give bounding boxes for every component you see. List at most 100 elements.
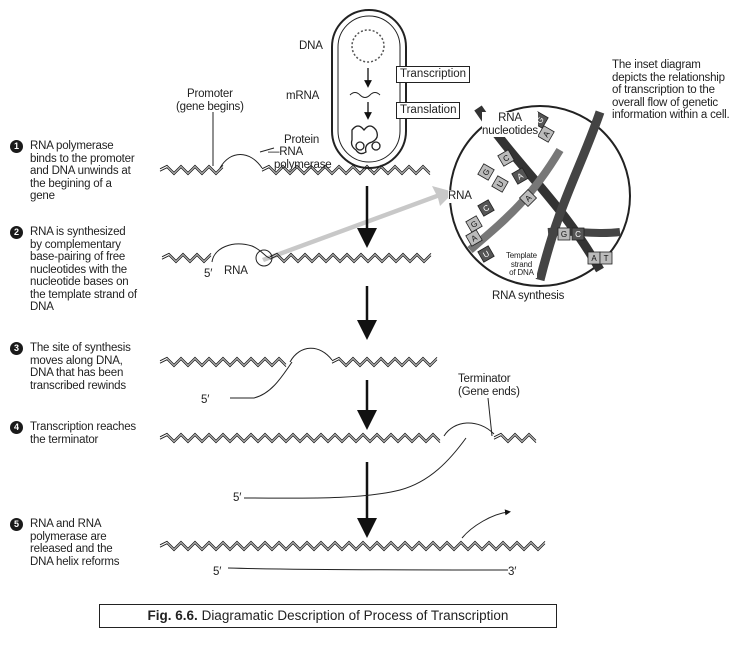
template-strand-label: Template strand of DNA [506,251,537,278]
nucleotide-base-label: A [591,254,597,263]
step-text-line: The site of synthesis [30,342,131,354]
promoter-label-line: Promoter [187,88,233,100]
five-prime-label-step2: 5′ [204,268,213,280]
step-text-line: by complementary [30,238,121,251]
step-text-line: the begining of a [30,177,112,190]
nucleotide-base-label: U [481,249,491,260]
rna-synthesis-caption: RNA synthesis [492,290,565,302]
cell-mrna-label: mRNA [286,90,320,102]
nucleotide-base-label: T [604,254,609,263]
rna-strand-step3 [230,347,333,399]
cell-protein-label: Protein [284,134,320,146]
step-2: 2 RNA is synthesized by complementary ba… [10,226,137,314]
dna-helix-strand [269,254,432,264]
step-number: 1 [10,140,23,153]
nucleotide-base-label: C [501,153,511,164]
nucleotide-base-label: A [541,129,552,139]
protein-icon [350,125,381,155]
dna-helix-strand [493,434,537,444]
dna-helix-strand [159,432,441,442]
step-text-line: and DNA unwinds at [30,165,131,177]
terminator-label-line: (Gene ends) [458,385,520,398]
step-text-line: base-pairing of free [30,251,126,263]
cell-dna-label: DNA [299,40,323,52]
step-text-line: the terminator [30,433,99,446]
polymerase-bubble-step1 [212,112,275,169]
step-number: 3 [10,342,23,355]
step-text-line: polymerase are [30,530,107,543]
nucleotide-tile: A [587,251,601,265]
rna-strand-step4 [243,397,495,499]
nucleotide-tile: C [477,199,495,217]
dna-circle-icon [351,29,385,63]
nucleotide-tile: G [557,227,571,241]
rna-polymerase-label-line: polymerase [274,158,332,171]
step-text-line: DNA [30,301,54,313]
connector-arrow [262,186,454,262]
nucleotide-tile: A [511,167,529,185]
five-prime-label-step5: 5′ [213,566,222,578]
zoom-rna-label: RNA [448,190,472,203]
nucleotide-base-label: A [516,171,526,182]
terminator-label: Terminator (Gene ends) [458,373,520,398]
dna-helix-strand [269,252,432,262]
step-text-line: moves along DNA, [30,354,123,367]
nucleotide-tile: A [537,125,555,143]
rna-polymerase-label-line: —RNA [268,146,303,158]
dna-helix-strand [161,254,212,264]
step-3: 3 The site of synthesis moves along DNA,… [10,342,131,392]
step-text-line: DNA that has been [30,367,124,379]
nucleotide-base-label: A [470,233,480,244]
nucleotide-tile: A [465,229,483,247]
rna-nucleotides-label-line: nucleotides [482,124,538,137]
figure-number: Fig. 6.6. [147,608,198,623]
step-5: 5 RNA and RNA polymerase are released an… [10,518,120,568]
step-text-line: RNA and RNA [30,518,102,530]
dna-helix-strand [159,166,224,176]
step-number: 2 [10,226,23,239]
rna-label-step2: RNA [224,265,248,277]
step-text-line: gene [30,190,55,202]
step-text-line: released and the [30,543,113,555]
step-text-line: DNA helix reforms [30,555,120,568]
step-number: 5 [10,518,23,531]
five-prime-label-step4: 5′ [233,492,242,504]
dna-helix-strand [159,542,546,552]
step-text-line: the template strand of [30,288,137,301]
terminator-label-line: Terminator [458,373,511,385]
inset-note-line: depicts the relationship [612,71,725,84]
mrna-squiggle [349,92,381,98]
dna-helix-strand [159,164,224,174]
step-number: 4 [10,421,23,434]
inset-note: The inset diagram depicts the relationsh… [612,59,756,122]
step-text-line: RNA polymerase [30,140,114,152]
step-text-line: nucleotide bases on [30,276,129,288]
figure-title: Diagramatic Description of Process of Tr… [197,608,509,623]
step-text-line: RNA is synthesized [30,226,126,238]
released-rna-step5 [227,509,511,571]
nucleotide-base-label: G [481,167,492,177]
nucleotide-base-label: C [481,203,491,214]
figure-caption: Fig. 6.6. Diagramatic Description of Pro… [99,604,557,628]
step-1: 1 RNA polymerase binds to the promoter a… [10,140,135,203]
rna-nucleotides-label: RNA nucleotides [482,112,538,137]
nucleotide-tile: U [477,245,495,263]
rna-strand-step2 [211,243,271,263]
dna-helix-strand [493,432,537,442]
dna-helices [159,164,546,552]
step-text-line: binds to the promoter [30,152,135,165]
nucleotide-base-label: G [535,115,546,125]
nucleotide-tile: T [599,251,613,265]
rna-polymerase-label: —RNA polymerase [268,146,332,171]
promoter-label-line: (gene begins) [176,100,244,113]
dna-helix-strand [331,358,438,368]
nucleotide-base-label: U [495,179,506,189]
template-strand-label-line: Template [506,251,537,260]
promoter-label: Promoter (gene begins) [176,88,244,113]
dna-helix-strand [331,356,438,366]
nucleotide-tile: U [491,175,509,193]
nucleotide-tile: A [518,188,538,208]
dna-helix-strand [159,540,546,550]
